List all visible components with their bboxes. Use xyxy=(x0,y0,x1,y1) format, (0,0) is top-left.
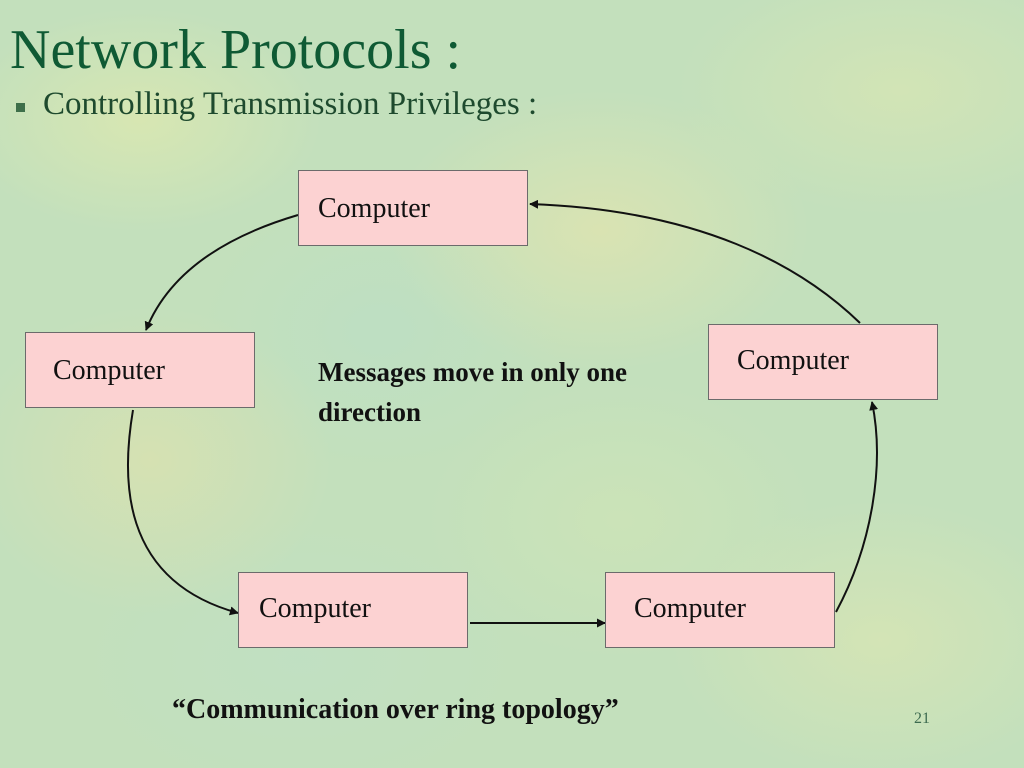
computer-node-left: Computer xyxy=(25,332,255,408)
node-label: Computer xyxy=(259,593,371,624)
diagram-caption: “Communication over ring topology” xyxy=(172,694,619,725)
computer-node-top: Computer xyxy=(298,170,528,246)
computer-node-bottom-left: Computer xyxy=(238,572,468,648)
bullet-item: Controlling Transmission Privileges : xyxy=(12,88,537,121)
arrow-top-to-left xyxy=(144,214,299,331)
arrow-right-to-top xyxy=(529,199,861,324)
bullet-text: Controlling Transmission Privileges : xyxy=(43,86,538,122)
slide-title: Network Protocols : xyxy=(10,19,462,81)
arrow-bottom-right-to-right xyxy=(835,401,879,613)
square-bullet-icon xyxy=(16,103,25,112)
node-label: Computer xyxy=(318,193,430,224)
node-label: Computer xyxy=(53,355,165,386)
page-number: 21 xyxy=(914,710,930,727)
direction-note: Messages move in only one direction xyxy=(318,357,627,427)
computer-node-bottom-right: Computer xyxy=(605,572,835,648)
node-label: Computer xyxy=(737,345,849,376)
node-label: Computer xyxy=(634,593,746,624)
arrow-left-to-bottom-left xyxy=(126,409,239,616)
computer-node-right: Computer xyxy=(708,324,938,400)
